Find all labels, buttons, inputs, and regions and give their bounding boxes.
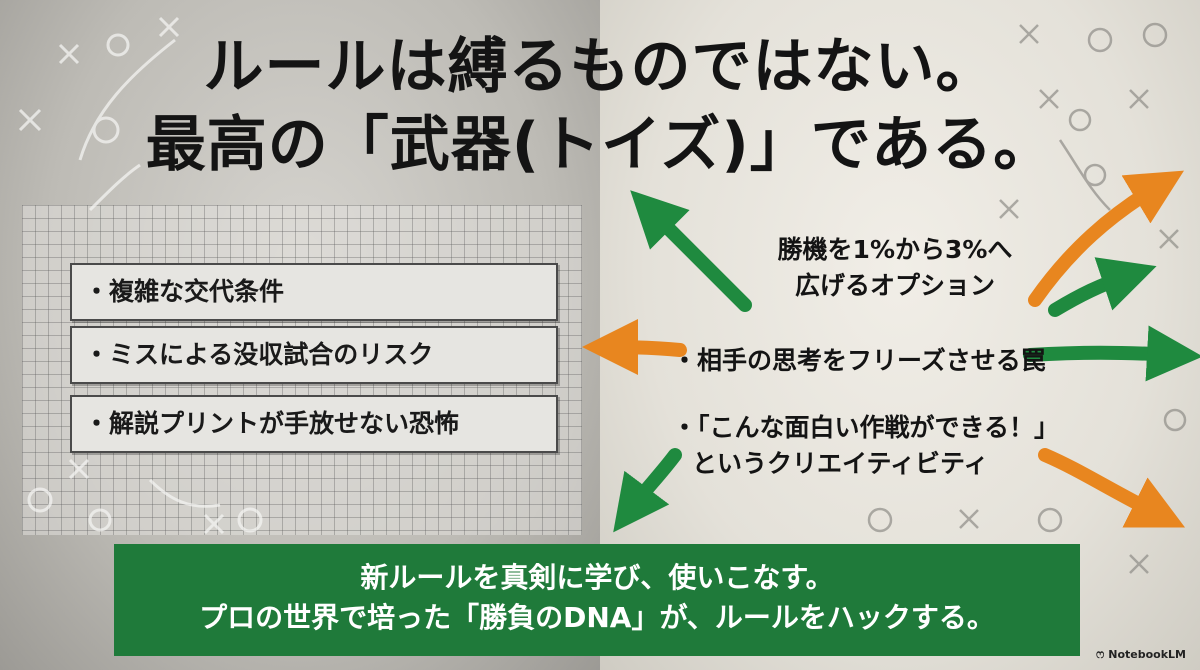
right-item-1-line-1: 勝機を1%から3%へ xyxy=(777,235,1013,264)
notebooklm-icon: ෆ xyxy=(1096,647,1105,661)
right-item-1: 勝機を1%から3%へ 広げるオプション xyxy=(705,232,1085,304)
right-item-2: ・相手の思考をフリーズさせる罠 xyxy=(672,346,1046,375)
right-item-3-line-1: ・「こんな面白い作戦ができる！」 xyxy=(672,413,1060,442)
banner-line-2: プロの世界で培った「勝負のDNA」が、ルールをハックする。 xyxy=(199,601,995,634)
right-item-3: ・「こんな面白い作戦ができる！」 というクリエイティビティ xyxy=(672,410,1142,482)
bottom-banner: 新ルールを真剣に学び、使いこなす。 プロの世界で培った「勝負のDNA」が、ルール… xyxy=(114,544,1080,656)
slide-title: ルールは縛るものではない。 最高の「武器(トイズ)」である。 xyxy=(0,28,1200,184)
right-item-1-line-2: 広げるオプション xyxy=(794,271,995,300)
notebooklm-logo: ෆ NotebookLM xyxy=(1096,647,1186,662)
left-item-3: ・解説プリントが手放せない恐怖 xyxy=(70,395,558,453)
left-item-2: ・ミスによる没収試合のリスク xyxy=(70,326,558,384)
title-line-1: ルールは縛るものではない。 xyxy=(203,32,997,102)
title-line-2: 最高の「武器(トイズ)」である。 xyxy=(145,110,1055,180)
left-item-1: ・複雑な交代条件 xyxy=(70,263,558,321)
notebooklm-logo-text: NotebookLM xyxy=(1108,648,1186,661)
banner-line-1: 新ルールを真剣に学び、使いこなす。 xyxy=(360,561,834,594)
right-item-3-line-2: というクリエイティビティ xyxy=(692,449,989,478)
